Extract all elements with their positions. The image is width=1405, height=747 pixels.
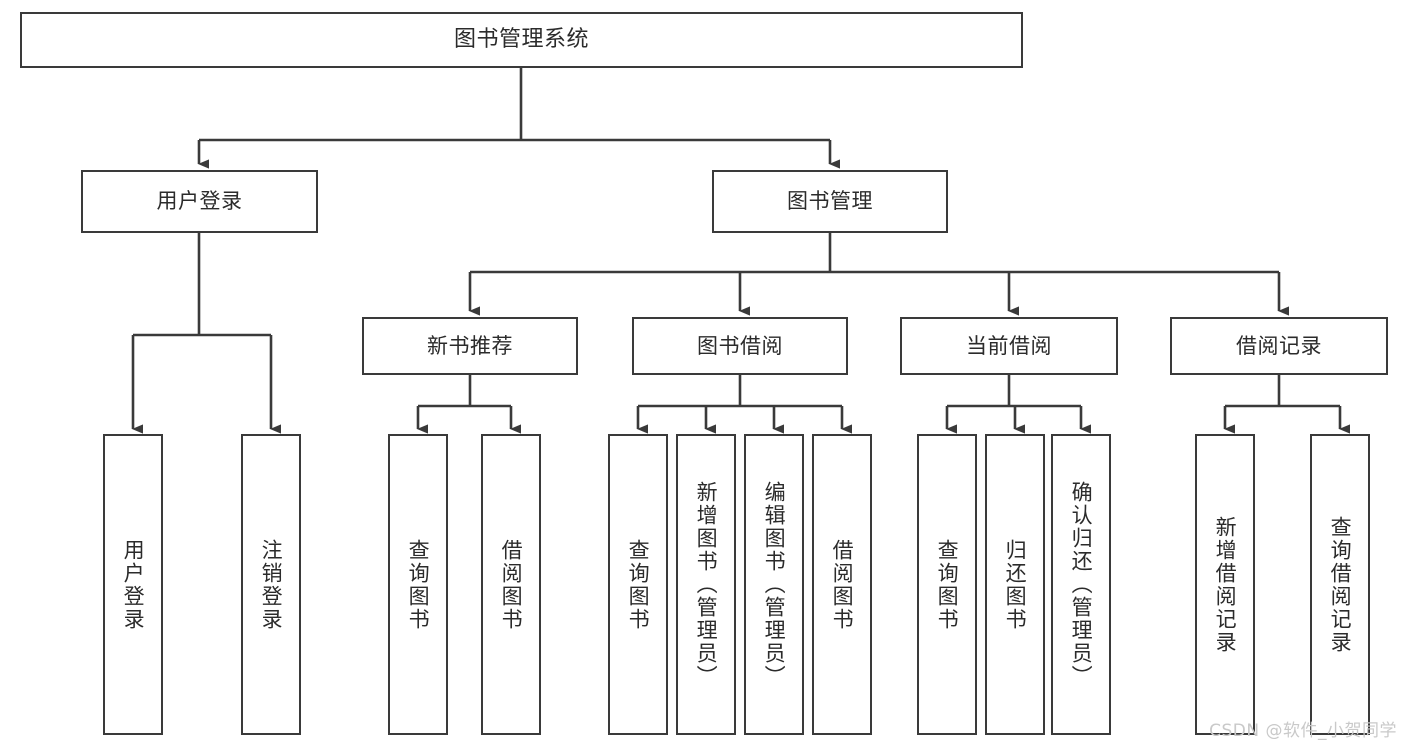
leaf-confirm-return-admin[interactable]: 确认归还（管理员） bbox=[1051, 434, 1111, 735]
watermark: CSDN @软件_小贺同学 bbox=[1209, 721, 1397, 741]
node-current-borrow[interactable]: 当前借阅 bbox=[900, 317, 1118, 375]
leaf-add-borrow-record-label: 新增借阅记录 bbox=[1213, 515, 1238, 654]
node-user-login[interactable]: 用户登录 bbox=[81, 170, 318, 233]
leaf-borrow-book-2-label: 借阅图书 bbox=[830, 538, 855, 631]
leaf-borrow-book-2[interactable]: 借阅图书 bbox=[812, 434, 872, 735]
leaf-query-book-2-label: 查询图书 bbox=[626, 538, 651, 631]
leaf-add-borrow-record[interactable]: 新增借阅记录 bbox=[1195, 434, 1255, 735]
node-root[interactable]: 图书管理系统 bbox=[20, 12, 1023, 68]
node-user-login-label: 用户登录 bbox=[156, 189, 243, 214]
node-new-book-recommend-label: 新书推荐 bbox=[427, 333, 513, 358]
node-book-borrow-label: 图书借阅 bbox=[697, 333, 783, 358]
leaf-query-borrow-record-label: 查询借阅记录 bbox=[1328, 515, 1353, 654]
node-root-label: 图书管理系统 bbox=[453, 27, 589, 53]
leaf-query-book-3[interactable]: 查询图书 bbox=[917, 434, 977, 735]
leaf-query-book-1[interactable]: 查询图书 bbox=[388, 434, 448, 735]
leaf-borrow-book-1[interactable]: 借阅图书 bbox=[481, 434, 541, 735]
leaf-user-login[interactable]: 用户登录 bbox=[103, 434, 163, 735]
node-borrow-record-label: 借阅记录 bbox=[1236, 333, 1322, 358]
leaf-user-login-label: 用户登录 bbox=[121, 538, 146, 631]
leaf-query-borrow-record[interactable]: 查询借阅记录 bbox=[1310, 434, 1370, 735]
leaf-add-book-admin-label: 新增图书（管理员） bbox=[694, 481, 719, 688]
node-borrow-record[interactable]: 借阅记录 bbox=[1170, 317, 1388, 375]
node-book-borrow[interactable]: 图书借阅 bbox=[632, 317, 848, 375]
leaf-add-book-admin[interactable]: 新增图书（管理员） bbox=[676, 434, 736, 735]
leaf-edit-book-admin[interactable]: 编辑图书（管理员） bbox=[744, 434, 804, 735]
leaf-logout-label: 注销登录 bbox=[259, 538, 284, 631]
node-book-management-label: 图书管理 bbox=[787, 189, 873, 214]
leaf-query-book-2[interactable]: 查询图书 bbox=[608, 434, 668, 735]
node-current-borrow-label: 当前借阅 bbox=[966, 333, 1052, 358]
leaf-borrow-book-1-label: 借阅图书 bbox=[499, 538, 524, 631]
leaf-query-book-3-label: 查询图书 bbox=[935, 538, 960, 631]
leaf-logout[interactable]: 注销登录 bbox=[241, 434, 301, 735]
leaf-confirm-return-admin-label: 确认归还（管理员） bbox=[1069, 481, 1094, 688]
node-book-management[interactable]: 图书管理 bbox=[712, 170, 948, 233]
leaf-edit-book-admin-label: 编辑图书（管理员） bbox=[762, 481, 787, 688]
leaf-return-book[interactable]: 归还图书 bbox=[985, 434, 1045, 735]
leaf-query-book-1-label: 查询图书 bbox=[406, 538, 431, 631]
node-new-book-recommend[interactable]: 新书推荐 bbox=[362, 317, 578, 375]
leaf-return-book-label: 归还图书 bbox=[1003, 538, 1028, 631]
